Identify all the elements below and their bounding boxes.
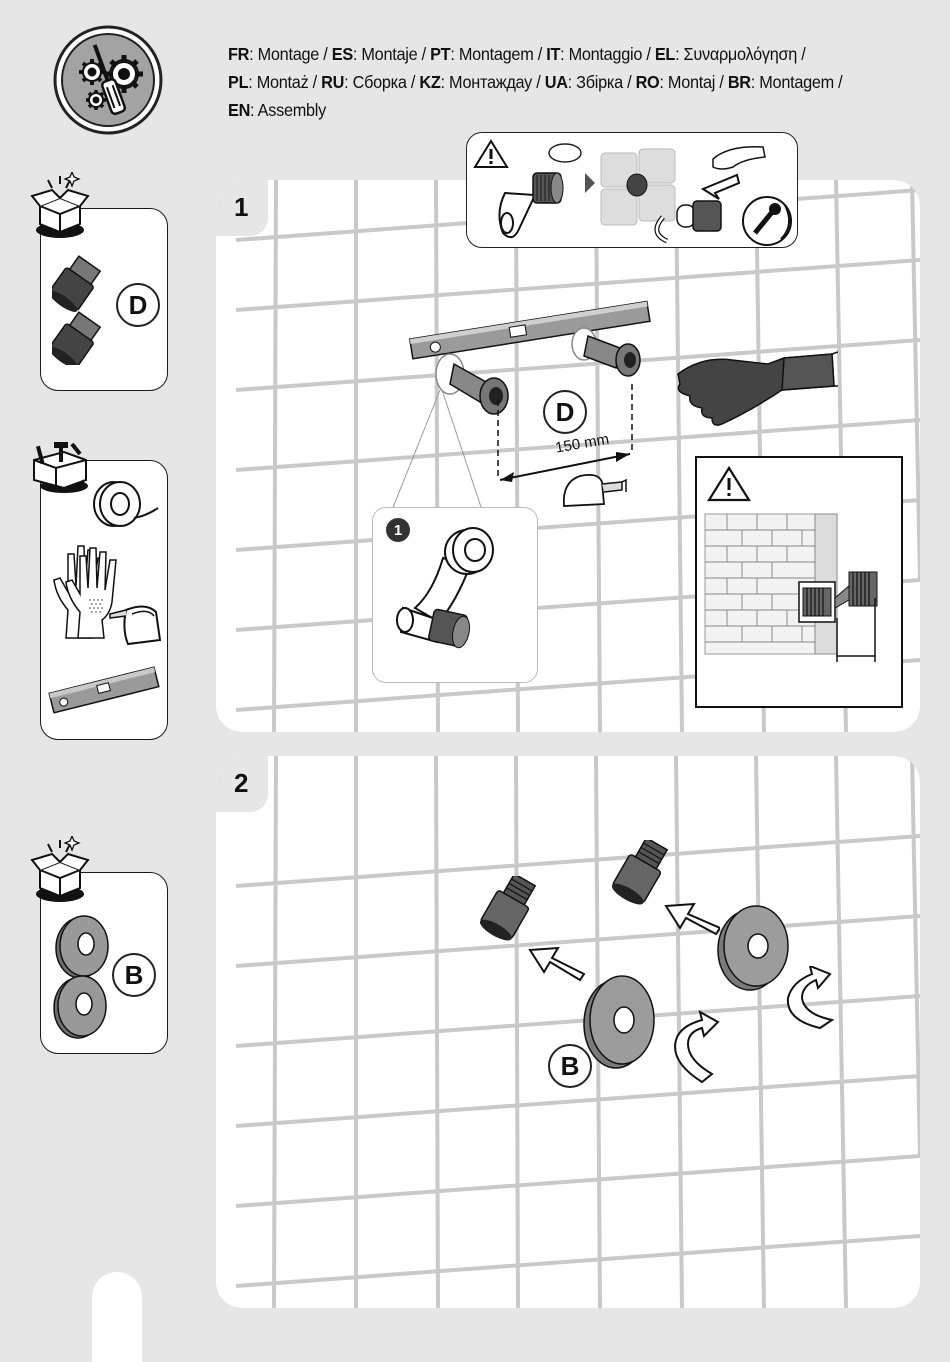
page-tab (92, 1272, 142, 1362)
lang-code: PL (228, 72, 248, 92)
lang-text: Montaż (257, 72, 309, 92)
lang-code: RO (636, 72, 660, 92)
lang-code: FR (228, 44, 249, 64)
lang-code: UA (545, 72, 568, 92)
spirit-level-icon (46, 660, 162, 725)
wrench-rotate-icon (743, 197, 791, 245)
part-label-d: D (543, 390, 587, 434)
lang-text: Montage (258, 44, 319, 64)
lang-code: EN (228, 100, 250, 120)
lang-text: Сборка (353, 72, 407, 92)
rotate-arrows (662, 966, 842, 1096)
lang-code: RU (321, 72, 344, 92)
lang-text: Montaje (361, 44, 417, 64)
lang-text: Montagem (759, 72, 834, 92)
toolbox-icon (24, 440, 90, 503)
assembly-badge-icon (52, 24, 164, 136)
assembly-title: FR: Montage / ES: Montaje / PT: Montagem… (228, 40, 860, 124)
open-box-icon (26, 172, 90, 236)
lang-code: ES (332, 44, 353, 64)
rosette-cover-icon (582, 972, 658, 1077)
lang-text: Συναρμολόγηση (684, 44, 797, 64)
lang-text: Монтаждау (449, 72, 532, 92)
lang-code: KZ (419, 72, 440, 92)
adapter-fitting-icon (52, 255, 112, 370)
wall-cutaway-warning (695, 456, 903, 708)
lang-text: Збірка (576, 72, 623, 92)
warning-icon (475, 141, 507, 167)
tape-measure-icon (106, 600, 162, 653)
step-number: 2 (234, 768, 248, 799)
step-number: 1 (234, 192, 248, 223)
part-label-b: B (548, 1044, 592, 1088)
lang-code: IT (546, 44, 560, 64)
open-box-icon (26, 836, 90, 900)
lang-code: PT (430, 44, 450, 64)
lang-code: EL (655, 44, 675, 64)
detail-number: 1 (386, 518, 410, 542)
warning-callout (466, 132, 798, 248)
tape-roll-icon (86, 478, 160, 535)
part-label-b: B (112, 953, 156, 997)
rosette-cover-icon (50, 910, 114, 1045)
glove-icon (672, 346, 838, 435)
tape-measure-icon (560, 468, 630, 519)
warning-icon (709, 468, 749, 500)
lang-text: Assembly (258, 100, 326, 120)
lang-code: BR (728, 72, 751, 92)
lang-text: Montaj (668, 72, 715, 92)
lang-text: Montaggio (569, 44, 642, 64)
lang-text: Montagem (459, 44, 534, 64)
part-label-d: D (116, 283, 160, 327)
